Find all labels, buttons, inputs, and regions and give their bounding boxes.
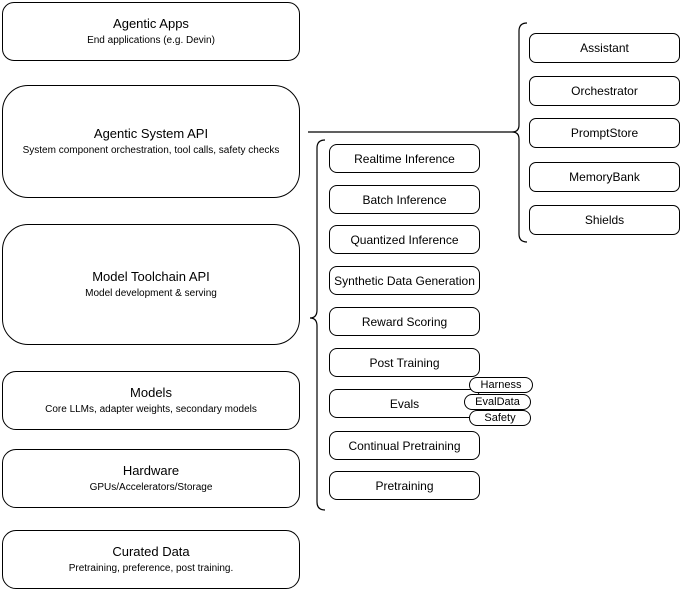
node-continual-pretraining: Continual Pretraining [329,431,480,460]
node-label: Reward Scoring [361,314,448,329]
node-label: Realtime Inference [354,151,455,166]
node-agentic-apps: Agentic Apps End applications (e.g. Devi… [2,2,300,61]
node-title: Agentic System API [93,126,209,141]
node-label: Quantized Inference [350,232,459,247]
node-memorybank: MemoryBank [529,162,680,192]
node-agentic-system-api: Agentic System API System component orch… [2,85,300,198]
node-shields: Shields [529,205,680,235]
node-subtitle: End applications (e.g. Devin) [87,35,215,46]
node-label: Shields [584,213,625,227]
node-evals: Evals [329,389,480,418]
node-promptstore: PromptStore [529,118,680,148]
node-post-training: Post Training [329,348,480,377]
node-curated-data: Curated Data Pretraining, preference, po… [2,530,300,589]
tag-label: Harness [480,379,522,391]
brace-model-toolchain [309,139,326,511]
node-assistant: Assistant [529,33,680,63]
brace-system-components [511,22,528,243]
node-label: Synthetic Data Generation [334,273,475,288]
node-batch-inference: Batch Inference [329,185,480,214]
tag-label: Safety [484,412,516,424]
node-label: Continual Pretraining [348,438,461,453]
node-subtitle: Core LLMs, adapter weights, secondary mo… [45,404,257,415]
node-label: MemoryBank [569,170,640,184]
node-label: PromptStore [570,126,639,140]
node-pretraining: Pretraining [329,471,480,500]
node-label: Post Training [369,355,440,370]
node-subtitle: Model development & serving [85,288,217,299]
node-label: Pretraining [375,478,434,493]
node-hardware: Hardware GPUs/Accelerators/Storage [2,449,300,508]
tag-evaldata: EvalData [464,394,531,410]
node-synthetic-data-generation: Synthetic Data Generation [329,266,480,295]
node-title: Agentic Apps [113,16,189,31]
node-models: Models Core LLMs, adapter weights, secon… [2,371,300,430]
tag-label: EvalData [475,396,520,408]
node-subtitle: Pretraining, preference, post training. [68,563,234,574]
node-realtime-inference: Realtime Inference [329,144,480,173]
node-label: Evals [389,396,420,411]
node-title: Hardware [122,463,180,478]
tag-safety: Safety [469,410,531,426]
node-title: Models [130,385,172,400]
node-label: Orchestrator [571,84,638,98]
node-quantized-inference: Quantized Inference [329,225,480,254]
node-model-toolchain-api: Model Toolchain API Model development & … [2,224,300,345]
node-title: Model Toolchain API [92,269,210,284]
node-title: Curated Data [112,544,190,559]
tag-harness: Harness [469,377,533,393]
node-label: Assistant [580,41,629,55]
node-orchestrator: Orchestrator [529,76,680,106]
node-reward-scoring: Reward Scoring [329,307,480,336]
node-subtitle: GPUs/Accelerators/Storage [89,482,213,493]
node-subtitle: System component orchestration, tool cal… [22,145,280,156]
node-label: Batch Inference [362,192,447,207]
